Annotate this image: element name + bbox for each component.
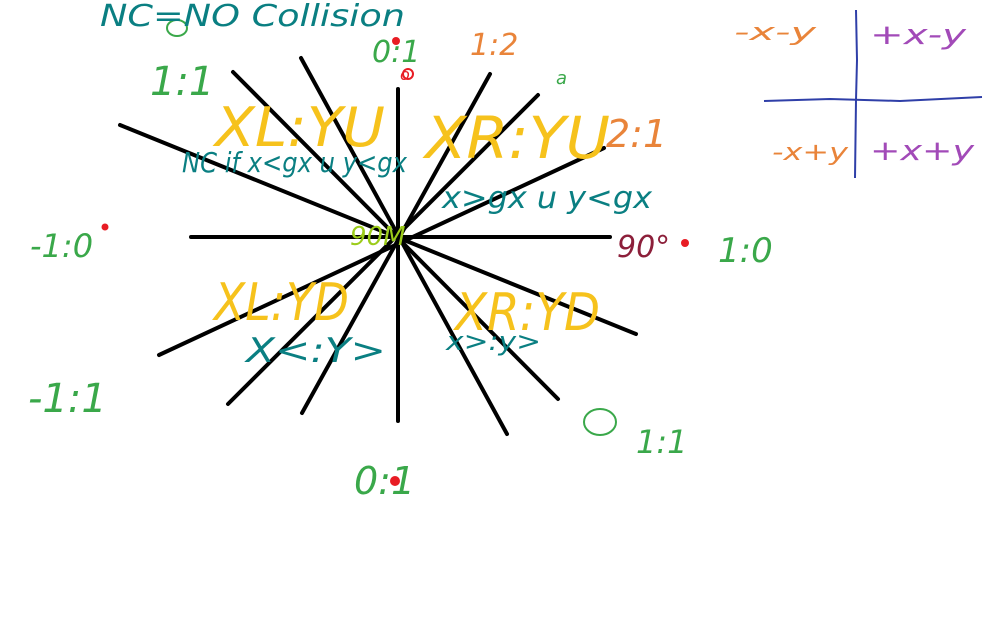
spokes-group [118, 56, 638, 436]
quadrant-label-xr-yd: XR:YD [452, 283, 600, 343]
note-nc-if: NC if x<gx u y<gx [182, 146, 407, 179]
circle-doodle [166, 19, 188, 37]
center-label: 90M [350, 222, 406, 252]
red-dot [681, 239, 689, 247]
page-title: NC=NO Collision [100, 0, 405, 34]
sign-chart-horizontal-axis [763, 96, 983, 103]
sign-chart-top-left: -x-y [734, 18, 817, 46]
ratio-label-left: -1:0 [30, 227, 93, 265]
small-label-right: a [556, 68, 567, 89]
angle-label: 90° [617, 230, 670, 265]
ratio-label-top: 0:1 [372, 35, 420, 70]
quadrant-label-xl-yu: XL:YU [212, 96, 385, 159]
note-bottom-left: X<:Y> [244, 331, 386, 371]
sign-chart-vertical-axis [854, 9, 859, 179]
red-dot [392, 37, 400, 45]
sign-chart-axes [763, 9, 983, 179]
ratio-label-top-left: 1:1 [150, 59, 214, 105]
spoke-line [118, 123, 638, 336]
doodle-shapes [166, 19, 617, 436]
sign-chart-top-right: +x-y [870, 18, 967, 51]
hexagon-doodle [583, 408, 617, 436]
red-markers [101, 37, 689, 486]
quadrant-label-xl-yd: XL:YD [211, 273, 349, 333]
note-bottom-right: x>:y> [445, 327, 541, 357]
ratio-label-right-upper: 2:1 [606, 112, 667, 156]
note-right-upper: x>gx u y<gx [441, 181, 652, 216]
small-label-top: o [400, 65, 410, 84]
ratio-label-top-right: 1:2 [470, 28, 518, 63]
ratio-label-bottom: 0:1 [354, 459, 415, 503]
circle-doodle [402, 68, 414, 80]
sign-chart-bottom-right: +x+y [870, 134, 975, 167]
quadrant-label-xr-yu: XR:YU [422, 104, 610, 172]
red-dot [101, 223, 109, 231]
sign-chart-bottom-left: -x+y [772, 138, 849, 166]
ratio-label-bottom-left: -1:1 [28, 376, 107, 422]
spoke-line [157, 146, 606, 357]
ratio-label-right: 1:0 [718, 231, 773, 271]
red-dot [390, 476, 400, 486]
ratio-label-bottom-right: 1:1 [636, 423, 688, 461]
